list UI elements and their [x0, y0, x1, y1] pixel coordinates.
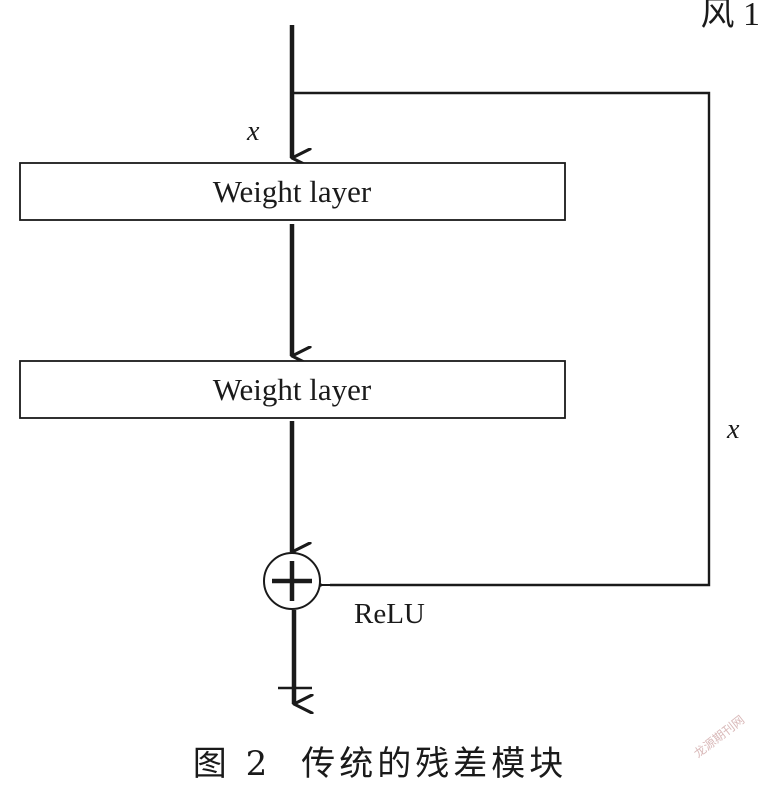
- weight-layer-2-box: [19, 360, 566, 419]
- weight-layer-1-box: [19, 162, 566, 221]
- input-label: x: [246, 116, 260, 147]
- figure-title: 传统的残差模块: [301, 744, 568, 784]
- weight-layer-1-label: Weight layer: [213, 174, 372, 209]
- figure-caption: 图 2 传统的残差模块: [0, 736, 760, 785]
- relu-label: ReLU: [354, 598, 425, 630]
- weight-layer-2-label: Weight layer: [213, 372, 372, 407]
- figure-number: 图 2: [192, 744, 272, 784]
- shortcut-connection: [292, 91, 711, 587]
- shortcut-label: x: [726, 414, 740, 445]
- plus-icon: [272, 561, 312, 601]
- cropped-header-text: 风 1: [700, 0, 760, 33]
